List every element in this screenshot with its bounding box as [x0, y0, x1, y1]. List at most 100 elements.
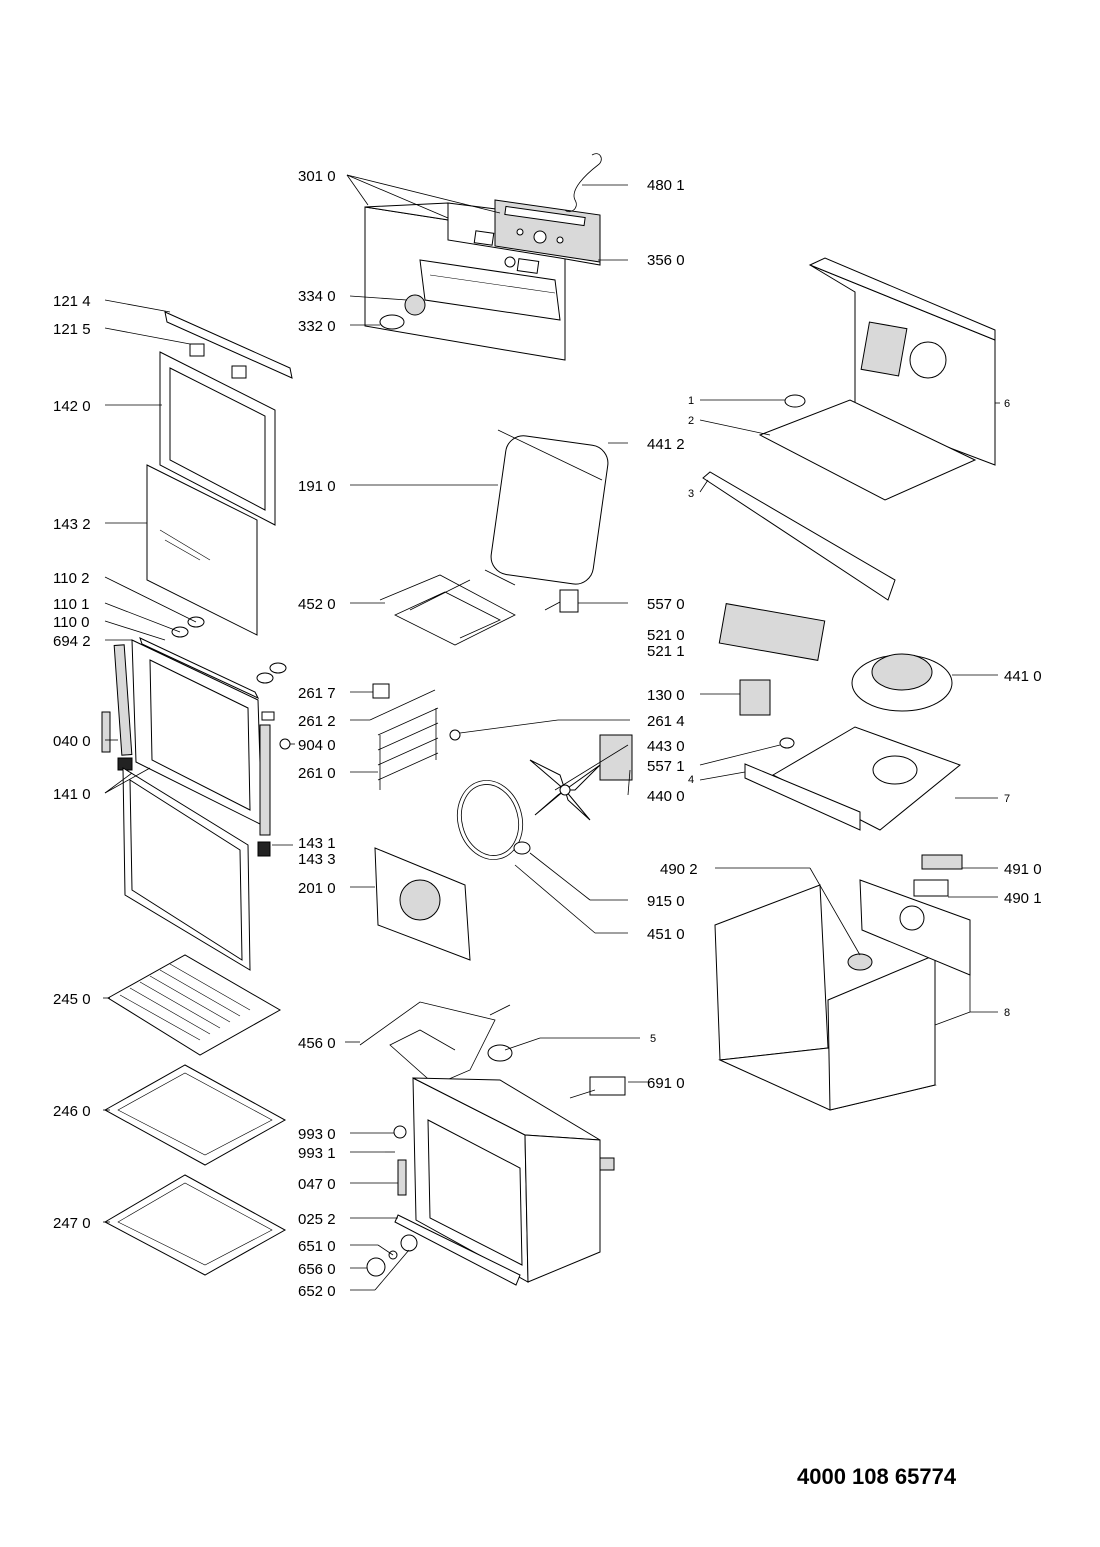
- label-904-0: 904 0: [298, 737, 336, 754]
- label-025-2: 025 2: [298, 1211, 336, 1228]
- hinge-part: [257, 841, 271, 857]
- fan-cover-grille: [399, 879, 441, 921]
- shelf-clip: [372, 683, 390, 699]
- deep-tray-rim: [117, 1182, 273, 1266]
- spacer-disc: [256, 672, 274, 684]
- rail: [369, 689, 436, 721]
- baking-tray-rim: [117, 1072, 273, 1156]
- label-480-1: 480 1: [647, 177, 685, 194]
- label-142-0: 142 0: [53, 398, 91, 415]
- bottom-bar: [394, 1214, 521, 1286]
- hinge-part: [279, 738, 291, 750]
- label-8: 8: [1004, 1007, 1010, 1019]
- label-4: 4: [688, 774, 694, 786]
- base-plate: [771, 726, 962, 831]
- label-456-0: 456 0: [298, 1035, 336, 1052]
- label-356-0: 356 0: [647, 252, 685, 269]
- label-245-0: 245 0: [53, 991, 91, 1008]
- oven-housing: [714, 879, 971, 1111]
- knob-ring: [404, 294, 426, 316]
- fan-blade: [529, 759, 601, 821]
- label-694-2: 694 2: [53, 633, 91, 650]
- spacer-disc: [269, 662, 287, 674]
- safety-thermostat: [779, 737, 795, 749]
- label-143-3: 143 3: [298, 851, 336, 868]
- cable-clamp: [847, 953, 873, 971]
- door-top-profile: [164, 311, 293, 379]
- label-047-0: 047 0: [298, 1176, 336, 1193]
- terminal-cover: [913, 879, 949, 897]
- label-557-0: 557 0: [647, 596, 685, 613]
- label-993-1: 993 1: [298, 1145, 336, 1162]
- selector-switch: [739, 679, 771, 716]
- label-246-0: 246 0: [53, 1103, 91, 1120]
- inner-glass: [146, 464, 258, 636]
- bushing: [513, 841, 531, 855]
- bottom-heating-element: [359, 1001, 496, 1086]
- thermostat: [559, 589, 579, 613]
- label-451-0: 451 0: [647, 926, 685, 943]
- inner-glass-frame-window: [169, 367, 266, 511]
- label-651-0: 651 0: [298, 1238, 336, 1255]
- lamp-glass: [400, 1234, 418, 1252]
- label-191-0: 191 0: [298, 478, 336, 495]
- label-121-4: 121 4: [53, 293, 91, 310]
- grill-heating-element: [379, 574, 516, 646]
- oven-cavity: [412, 1077, 615, 1283]
- part-labels: 301 0 480 1 356 0 334 0 332 0 121 4 121 …: [53, 168, 1042, 1300]
- label-143-2: 143 2: [53, 516, 91, 533]
- label-443-0: 443 0: [647, 738, 685, 755]
- label-3: 3: [688, 488, 694, 500]
- label-110-0: 110 0: [53, 614, 89, 631]
- circular-heating-element: [457, 780, 523, 860]
- knob: [379, 314, 405, 330]
- baking-tray: [103, 1064, 287, 1166]
- label-110-2: 110 2: [53, 570, 89, 587]
- deep-tray: [103, 1174, 287, 1276]
- outer-glass-inner: [129, 779, 243, 961]
- label-7: 7: [1004, 793, 1010, 805]
- electronic-board: [718, 603, 826, 661]
- hinge-pin: [393, 1125, 407, 1139]
- shelf-supports: [377, 707, 439, 790]
- label-521-0: 521 0: [647, 627, 685, 644]
- seal-strip: [397, 1159, 407, 1196]
- outer-door: [101, 637, 275, 836]
- label-656-0: 656 0: [298, 1261, 336, 1278]
- label-441-0: 441 0: [1004, 668, 1042, 685]
- label-691-0: 691 0: [647, 1075, 685, 1092]
- label-121-5: 121 5: [53, 321, 91, 338]
- leader-lines: [103, 174, 1000, 1291]
- label-452-0: 452 0: [298, 596, 336, 613]
- door-gasket: [490, 435, 609, 585]
- terminal-block: [921, 854, 963, 870]
- lamp-cover: [487, 1044, 513, 1062]
- label-557-1: 557 1: [647, 758, 685, 775]
- label-993-0: 993 0: [298, 1126, 336, 1143]
- mounting-bracket: [702, 471, 896, 601]
- label-141-0: 141 0: [53, 786, 91, 803]
- fan-motor: [599, 734, 633, 781]
- label-143-1: 143 1: [298, 835, 336, 852]
- label-521-1: 521 1: [647, 643, 685, 660]
- top-cover: [808, 257, 996, 466]
- front-strip: [744, 763, 861, 831]
- screw: [449, 729, 461, 741]
- label-130-0: 130 0: [647, 687, 685, 704]
- label-332-0: 332 0: [298, 318, 336, 335]
- control-board: [494, 199, 601, 263]
- label-247-0: 247 0: [53, 1215, 91, 1232]
- label-261-2: 261 2: [298, 713, 336, 730]
- label-201-0: 201 0: [298, 880, 336, 897]
- rod: [497, 429, 603, 481]
- label-441-2: 441 2: [647, 436, 685, 453]
- label-301-0: 301 0: [298, 168, 336, 185]
- label-334-0: 334 0: [298, 288, 336, 305]
- wire-shelf-bars: [119, 963, 251, 1041]
- document-number: 4000 108 65774: [797, 1464, 957, 1489]
- label-261-0: 261 0: [298, 765, 336, 782]
- label-110-1: 110 1: [53, 596, 89, 613]
- label-440-0: 440 0: [647, 788, 685, 805]
- grommet: [784, 394, 806, 408]
